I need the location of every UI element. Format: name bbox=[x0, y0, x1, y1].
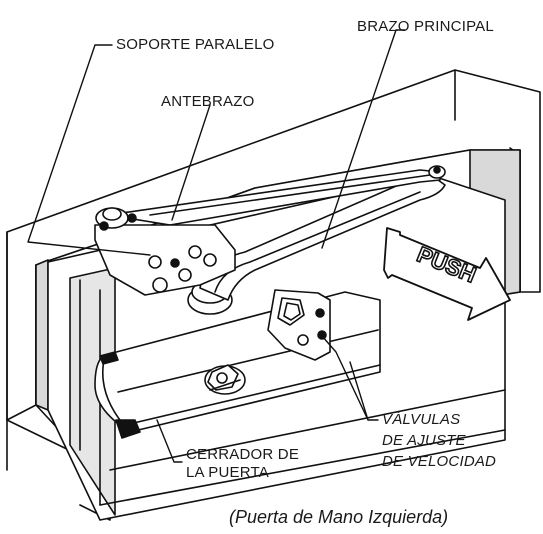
parallel-bracket bbox=[94, 207, 236, 296]
label-speed-valves-line-1: VÁLVULAS bbox=[382, 411, 461, 428]
label-parallel-bracket: SOPORTE PARALELO bbox=[116, 36, 275, 53]
label-speed-valves: VÁLVULAS DE AJUSTE DE VELOCIDAD bbox=[382, 409, 496, 472]
leader-lines bbox=[27, 29, 406, 463]
label-main-arm: BRAZO PRINCIPAL bbox=[357, 18, 494, 35]
label-forearm: ANTEBRAZO bbox=[161, 93, 255, 110]
valve-plate bbox=[267, 289, 331, 361]
label-speed-valves-line-3: DE VELOCIDAD bbox=[382, 453, 497, 470]
push-sign: PUSH bbox=[383, 227, 511, 321]
label-door-closer-line-1: CERRADOR DE bbox=[186, 446, 300, 463]
label-door-closer: CERRADOR DE LA PUERTA bbox=[186, 446, 299, 482]
caption: (Puerta de Mano Izquierda) bbox=[229, 507, 449, 527]
adjustment-nut bbox=[204, 364, 246, 395]
label-speed-valves-line-2: DE AJUSTE bbox=[382, 432, 466, 449]
label-door-closer-line-2: LA PUERTA bbox=[186, 464, 269, 481]
